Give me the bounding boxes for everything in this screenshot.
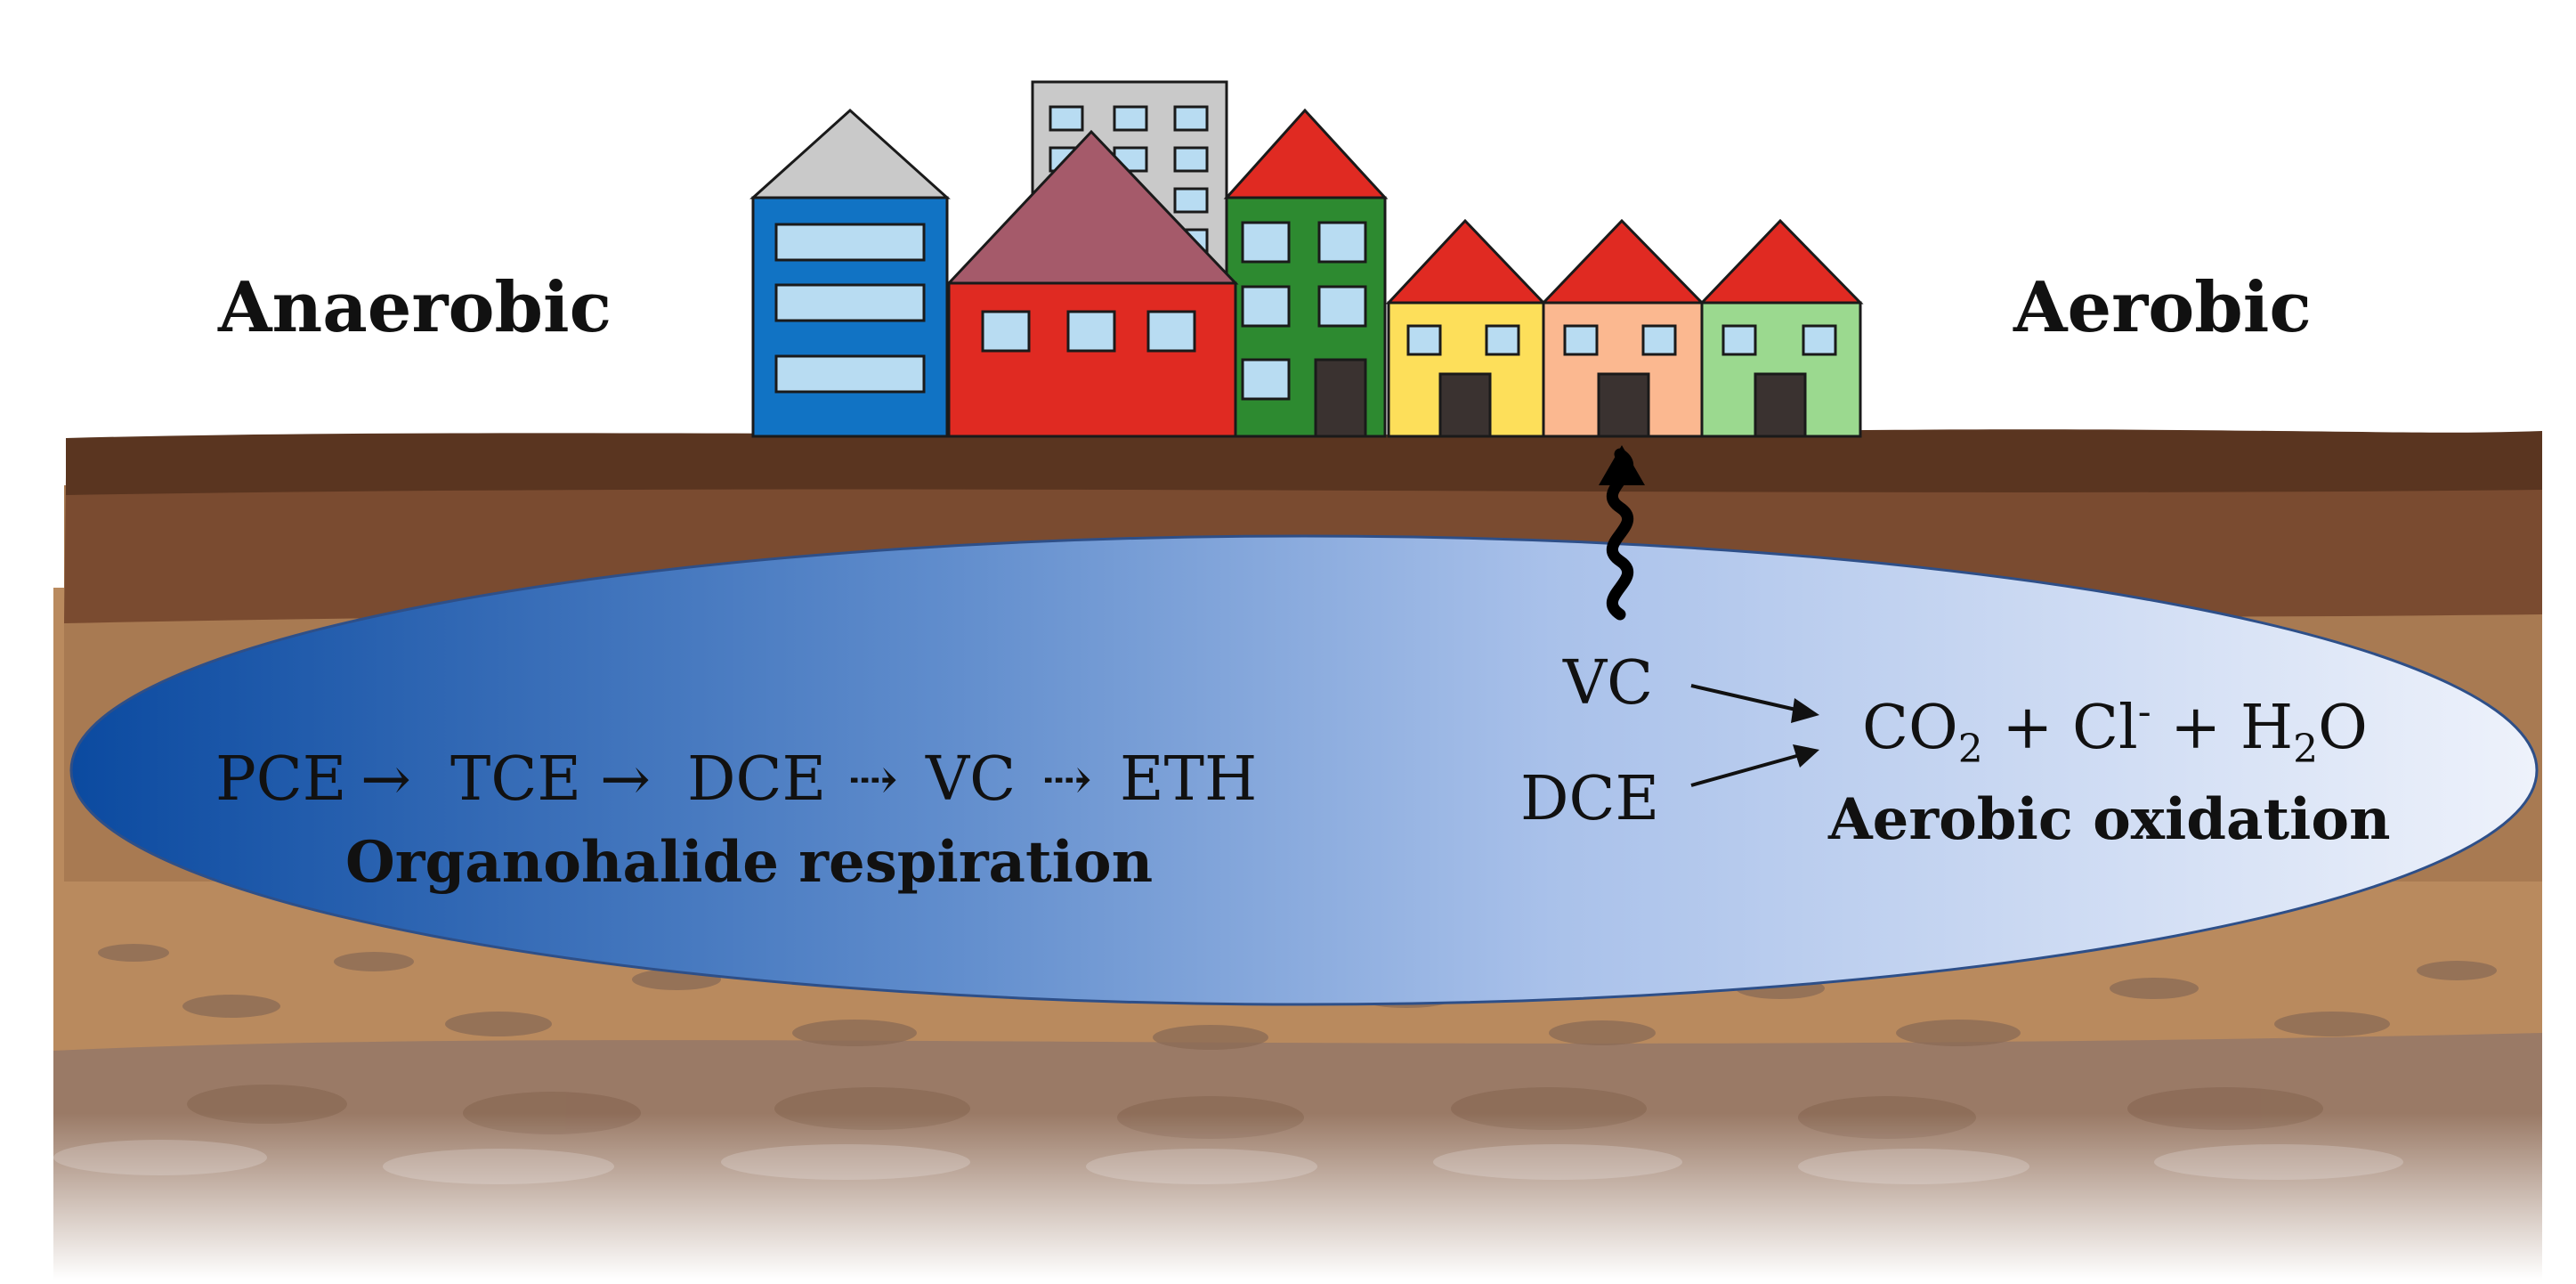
aerobic-label: Aerobic — [2013, 267, 2312, 348]
aerobic-reactant-dce: DCE — [1520, 764, 1659, 834]
product-cl: + Cl — [1983, 693, 2138, 763]
step-vc: VC — [925, 744, 1016, 815]
aerobic-process-label: Aerobic oxidation — [1827, 786, 2391, 853]
step-tce: TCE — [450, 744, 581, 815]
soil-top-layer — [66, 429, 2542, 495]
product-cl-superscript: - — [2138, 689, 2151, 735]
buildings — [749, 80, 1864, 438]
vapor-intrusion-arrow-icon — [1599, 445, 1645, 621]
step-eth: ETH — [1120, 744, 1257, 815]
soil-fade — [0, 1113, 2576, 1280]
step-dce: DCE — [687, 744, 826, 815]
arrow-pce-tce: → — [360, 744, 411, 815]
building-blue — [749, 108, 951, 438]
building-red — [945, 129, 1239, 438]
anaerobic-process-label: Organohalide respiration — [345, 829, 1153, 896]
step-pce: PCE — [215, 744, 346, 815]
anaerobic-pathway: PCE → TCE → DCE ⇢ VC ⇢ ETH — [215, 744, 1257, 815]
reaction-arrow-icon — [1690, 684, 1819, 787]
arrow-dce-vc: ⇢ — [847, 744, 898, 815]
anaerobic-label: Anaerobic — [217, 267, 612, 348]
product-o: O — [2318, 693, 2368, 763]
building-yellow-house — [1385, 218, 1547, 438]
building-peach-house — [1540, 218, 1705, 438]
product-h: + H — [2151, 693, 2294, 763]
arrow-tce-dce: → — [600, 744, 651, 815]
building-lightgreen-house — [1698, 218, 1864, 438]
product-co-subscript: 2 — [1958, 727, 1983, 772]
building-green — [1223, 108, 1389, 438]
aerobic-reactant-vc: VC — [1562, 648, 1653, 719]
product-co: CO — [1862, 693, 1958, 763]
contaminant-plume — [69, 534, 2539, 1006]
arrow-vc-eth: ⇢ — [1041, 744, 1092, 815]
product-h-subscript: 2 — [2293, 727, 2318, 772]
aerobic-products: CO2 + Cl- + H2O — [1862, 689, 2368, 772]
